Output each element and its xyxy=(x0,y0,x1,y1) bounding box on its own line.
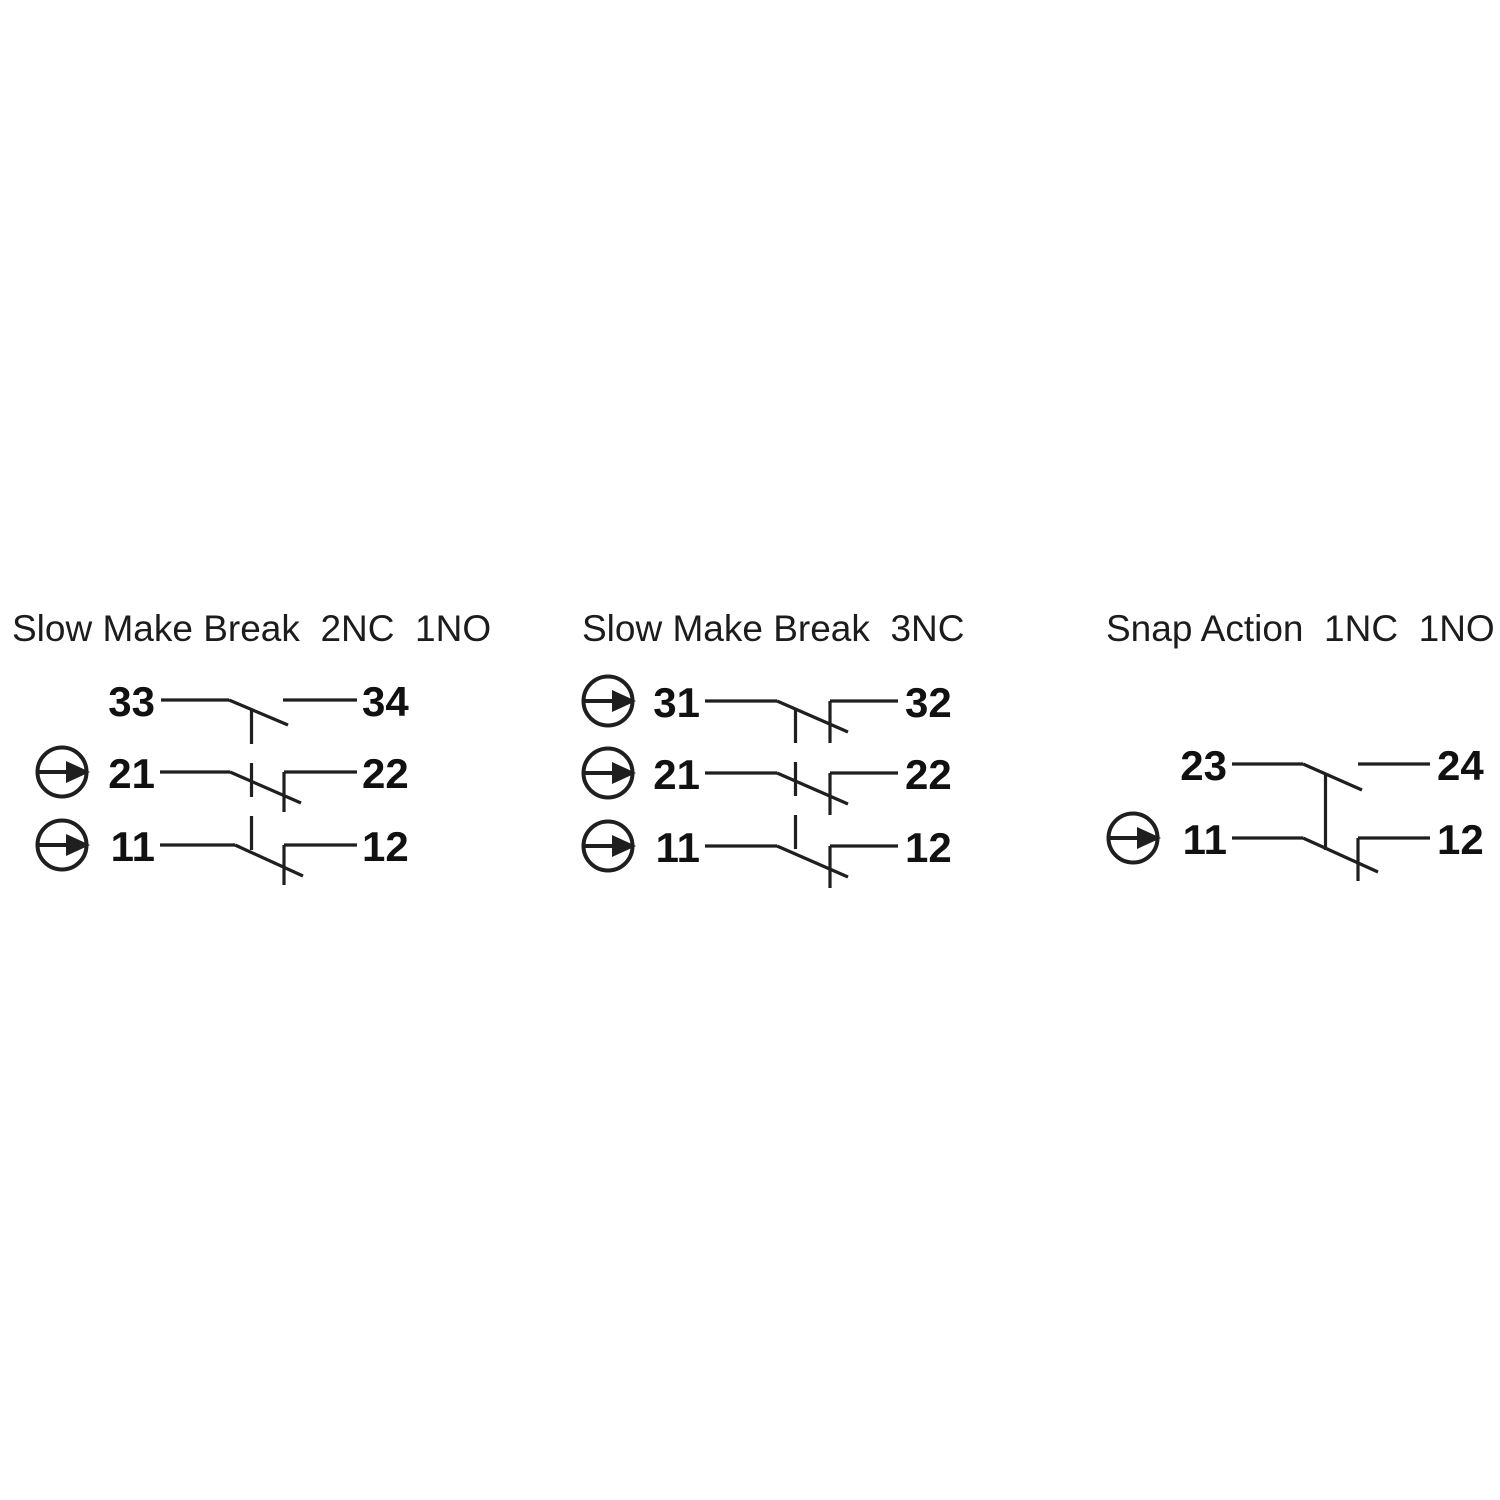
contact-blade-11-12 xyxy=(1302,836,1379,874)
diagram-slow-make-break-2nc-1no xyxy=(35,698,357,885)
actuator-direction-icon xyxy=(581,746,636,800)
contact-blade-23-24 xyxy=(1302,762,1363,792)
actuator-direction-icon xyxy=(35,818,90,872)
contact-blade-31-32 xyxy=(776,699,849,734)
terminal-21-label: 21 xyxy=(108,750,155,797)
terminal-32-label: 32 xyxy=(905,679,952,726)
contact-row-11-12-nc xyxy=(160,843,357,885)
terminal-34-label: 34 xyxy=(362,678,409,725)
contact-blade-11-12 xyxy=(776,844,849,879)
terminal-31-label: 31 xyxy=(653,679,700,726)
terminal-23-label: 23 xyxy=(1180,742,1227,789)
actuator-direction-icon xyxy=(581,819,636,873)
contact-row-33-34-no xyxy=(161,698,357,727)
actuator-direction-icon xyxy=(35,745,90,799)
contact-row-11-12-nc xyxy=(705,844,898,888)
terminal-11-label: 11 xyxy=(1182,816,1227,863)
diagram1-title: Slow Make Break 2NC 1NO xyxy=(12,608,492,649)
contact-row-21-22-nc xyxy=(705,771,898,815)
terminal-12-label: 12 xyxy=(362,823,409,870)
contact-blade-33-34 xyxy=(228,698,289,727)
terminal-11-label: 11 xyxy=(655,824,700,871)
terminal-22-label: 22 xyxy=(905,751,952,798)
terminal-24-label: 24 xyxy=(1437,742,1484,789)
actuator-direction-icon xyxy=(581,674,636,728)
contact-row-11-12-nc xyxy=(1232,836,1430,881)
diagram-slow-make-break-3nc xyxy=(581,674,898,888)
terminal-21-label: 21 xyxy=(653,751,700,798)
terminal-11-label: 11 xyxy=(110,823,155,870)
contact-row-21-22-nc xyxy=(160,770,357,812)
actuator-direction-icon xyxy=(1106,811,1161,865)
terminal-12-label: 12 xyxy=(1437,816,1484,863)
terminal-33-label: 33 xyxy=(108,678,155,725)
terminal-22-label: 22 xyxy=(362,750,409,797)
diagram3-title: Snap Action 1NC 1NO xyxy=(1106,608,1495,649)
contact-row-31-32-nc xyxy=(705,699,898,743)
contact-blade-21-22 xyxy=(229,770,302,805)
contact-blade-21-22 xyxy=(776,771,849,806)
diagram-snap-action-1nc-1no xyxy=(1106,762,1430,881)
terminal-12-label: 12 xyxy=(905,824,952,871)
diagram2-title: Slow Make Break 3NC xyxy=(582,608,965,649)
contact-blade-11-12 xyxy=(234,843,304,878)
contact-row-23-24-no xyxy=(1232,762,1430,792)
